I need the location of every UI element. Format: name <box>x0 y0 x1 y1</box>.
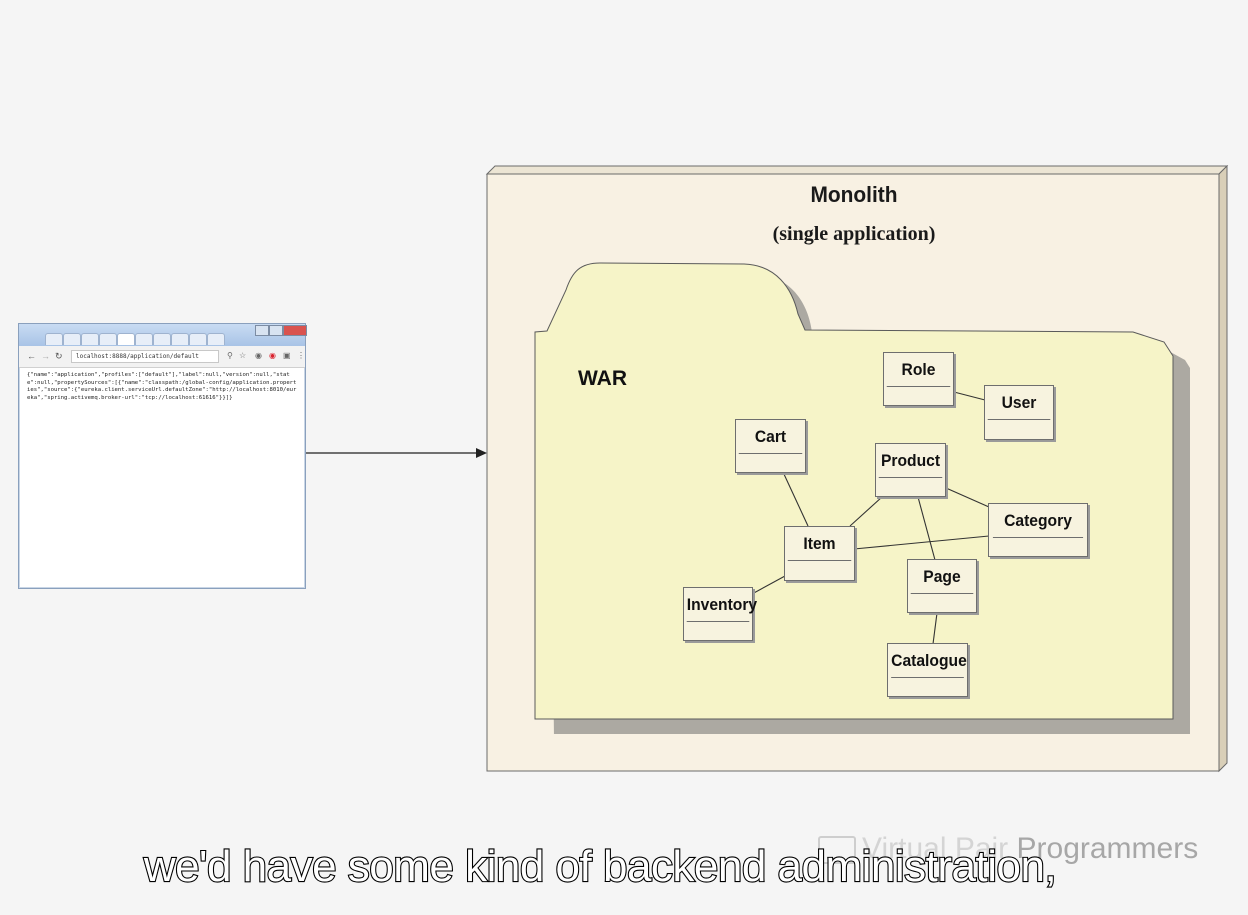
browser-tab <box>189 333 207 345</box>
class-category: Category <box>988 503 1088 557</box>
class-item: Item <box>784 526 855 581</box>
association-role-user <box>953 391 986 401</box>
class-user: User <box>984 385 1054 440</box>
watermark-faded-text: Virtual Pair <box>862 832 1017 865</box>
class-name: Page <box>910 560 974 594</box>
class-name: Catalogue <box>891 644 967 678</box>
browser-tab <box>135 333 153 345</box>
video-caption: we'd have some kind of backend administr… <box>143 841 1058 892</box>
search-icon: ⚲ <box>227 351 233 360</box>
maximize-icon <box>269 325 283 336</box>
browser-tab <box>45 333 63 345</box>
watermark: Virtual Pair Programmers <box>818 832 1198 866</box>
browser-titlebar <box>19 324 307 346</box>
browser-tab <box>63 333 81 345</box>
browser-tab <box>207 333 225 345</box>
class-page: Page <box>907 559 977 613</box>
association-cart-item <box>782 471 809 527</box>
extension-icon: ▣ <box>283 351 291 360</box>
forward-icon: → <box>41 351 50 361</box>
association-item-product <box>849 496 883 527</box>
class-name: Category <box>992 504 1084 538</box>
back-icon: ← <box>27 351 36 361</box>
browser-tab <box>81 333 99 345</box>
association-item-category <box>853 535 990 550</box>
class-name: Product <box>878 444 943 478</box>
association-product-category <box>945 487 990 508</box>
star-icon: ☆ <box>239 351 247 360</box>
class-name: Role <box>886 353 951 387</box>
class-catalogue: Catalogue <box>887 643 968 697</box>
json-response-text: {"name":"application","profiles":["defau… <box>27 372 297 401</box>
reload-icon: ↻ <box>55 351 63 361</box>
monolith-title: Monolith <box>810 182 898 207</box>
class-name: Cart <box>738 420 803 454</box>
address-bar: localhost:8888/application/default <box>71 350 219 363</box>
browser-window-thumbnail: ← → ↻ localhost:8888/application/default… <box>18 323 307 589</box>
war-label: WAR <box>578 367 627 390</box>
logo-icon <box>818 836 856 865</box>
class-inventory: Inventory <box>683 587 757 641</box>
monolith-subtitle: (single application) <box>772 223 936 245</box>
extension-icon: ◉ <box>255 351 262 360</box>
watermark-text: Programmers <box>1016 832 1199 865</box>
opera-icon: ◉ <box>269 351 276 360</box>
browser-tab <box>99 333 117 345</box>
arrow-connector <box>306 448 487 458</box>
browser-toolbar: ← → ↻ localhost:8888/application/default… <box>19 346 305 368</box>
association-page-catalogue <box>932 612 938 645</box>
menu-icon: ⋮ <box>297 351 305 360</box>
association-item-inventory <box>751 575 786 595</box>
close-icon <box>283 325 307 336</box>
browser-tab-active <box>117 333 135 345</box>
class-cart: Cart <box>735 419 806 473</box>
arrowhead <box>476 448 487 458</box>
class-name: User <box>987 386 1051 420</box>
minimize-icon <box>255 325 269 336</box>
association-product-page <box>917 496 936 561</box>
class-role: Role <box>883 352 954 406</box>
class-product: Product <box>875 443 946 497</box>
class-name: Inventory <box>686 588 757 622</box>
class-name: Item <box>787 527 852 561</box>
browser-tab <box>153 333 171 345</box>
browser-tab <box>171 333 189 345</box>
